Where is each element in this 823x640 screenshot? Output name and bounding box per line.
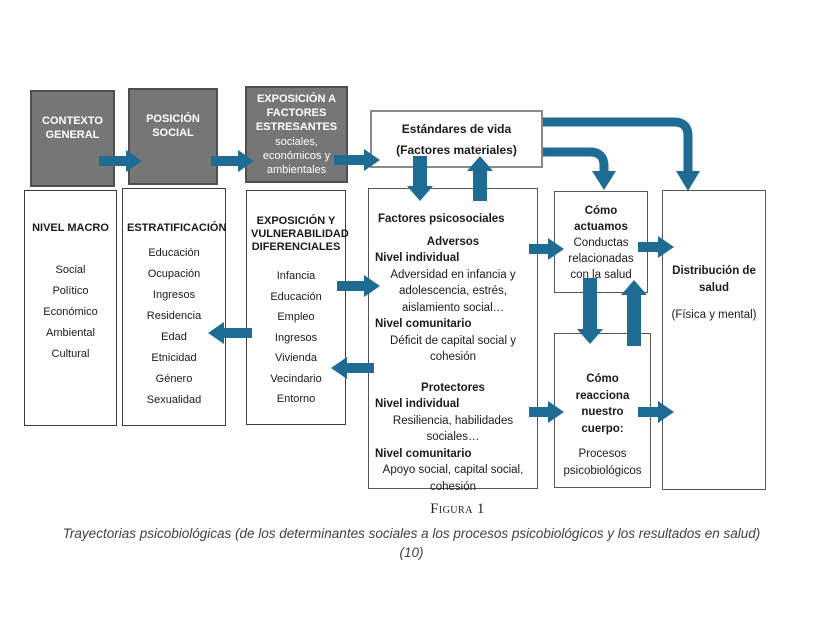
box-exposicion-vulnerabilidad: EXPOSICIÓN Y VULNERABILIDAD DIFERENCIALE… <box>246 190 349 425</box>
box-posicion-social: POSICIÓN SOCIAL <box>128 88 218 185</box>
box-nivel-macro-heading: NIVEL MACRO <box>32 222 109 234</box>
box-estandares-de-vida: Estándares de vida (Factores materiales) <box>370 110 543 168</box>
box-exposicion-estresantes: EXPOSICIÓN A FACTORES ESTRESANTES social… <box>245 86 348 183</box>
box-como-reacciona: Cómo reacciona nuestro cuerpo: Procesos … <box>554 333 651 488</box>
list-item: Ingresos <box>152 289 196 301</box>
como-actuamos-text: Conductas relacionadas con la salud <box>568 237 634 281</box>
list-item: Vecindario <box>270 372 322 385</box>
protectores-nivel-individual-label: Nivel individual <box>375 398 460 410</box>
list-item: Residencia <box>146 310 202 322</box>
figure-caption: Trayectorias psicobiológicas (de los det… <box>62 526 761 560</box>
list-item: Ambiental <box>46 327 95 339</box>
elbow-arrow-shaft <box>543 117 693 172</box>
box-contexto-general: CONTEXTO GENERAL <box>30 90 115 187</box>
box-posicion-social-title: POSICIÓN SOCIAL <box>146 112 200 139</box>
list-item: Político <box>52 285 89 297</box>
list-item: Vivienda <box>275 352 317 364</box>
list-item: Sexualidad <box>146 394 202 406</box>
list-item: Género <box>155 373 193 385</box>
como-reacciona-text: Procesos psicobiológicos <box>563 448 642 477</box>
protectores-heading: Protectores <box>421 381 485 394</box>
list-item: Etnicidad <box>151 352 197 364</box>
adversos-nivel-comunitario-label: Nivel comunitario <box>375 318 472 330</box>
estandares-line1: Estándares de vida <box>401 121 512 136</box>
distribucion-title: Distribución de salud <box>672 265 756 294</box>
box-estratificacion-heading: ESTRATIFICACIÓN <box>127 222 227 234</box>
protectores-nivel-comunitario-text: Apoyo social, capital social, cohesión <box>382 464 524 493</box>
box-exposicion-estresantes-title: EXPOSICIÓN A FACTORES ESTRESANTES <box>255 93 338 133</box>
box-distribucion-salud: Distribución de salud (Física y mental) <box>662 190 766 490</box>
estandares-line2: (Factores materiales) <box>396 142 517 157</box>
distribucion-subtitle: (Física y mental) <box>671 309 757 321</box>
adversos-nivel-individual-text: Adversidad en infancia y adolescencia, e… <box>390 268 516 314</box>
adversos-nivel-individual-label: Nivel individual <box>375 252 460 264</box>
list-item: Entorno <box>276 393 316 405</box>
factores-title: Factores psicosociales <box>378 213 505 225</box>
elbow-arrow-head-icon <box>592 171 616 190</box>
list-item: Ocupación <box>147 268 201 280</box>
como-actuamos-title: Cómo actuamos <box>574 205 628 233</box>
box-contexto-general-title: CONTEXTO GENERAL <box>42 114 103 141</box>
list-item: Infancia <box>276 270 316 282</box>
list-item: Empleo <box>277 311 315 323</box>
list-item: Ingresos <box>274 331 318 344</box>
list-item: Cultural <box>51 348 90 360</box>
box-exposicion-vulnerabilidad-heading: EXPOSICIÓN Y VULNERABILIDAD DIFERENCIALE… <box>251 215 349 253</box>
box-exposicion-estresantes-subtitle: sociales, económicos y ambientales <box>262 136 331 176</box>
como-reacciona-title: Cómo reacciona nuestro cuerpo: <box>575 373 630 435</box>
list-item: Social <box>55 264 86 276</box>
adversos-nivel-comunitario-text: Déficit de capital social y cohesión <box>390 334 516 364</box>
box-como-actuamos: Cómo actuamos Conductas relacionadas con… <box>554 191 648 293</box>
elbow-arrow-shaft <box>543 147 609 172</box>
elbow-arrow-head-icon <box>676 171 700 191</box>
list-item: Edad <box>161 331 187 343</box>
list-item: Educación <box>148 247 200 259</box>
protectores-nivel-comunitario-label: Nivel comunitario <box>375 447 472 460</box>
list-item: Educación <box>270 290 322 303</box>
figure-label: Figura 1 <box>430 501 485 517</box>
box-factores-psicosociales: Factores psicosociales Adversos Nivel in… <box>368 188 538 493</box>
protectores-nivel-individual-text: Resiliencia, habilidades sociales… <box>392 414 514 444</box>
list-item: Económico <box>43 306 98 318</box>
adversos-heading: Adversos <box>426 235 480 248</box>
